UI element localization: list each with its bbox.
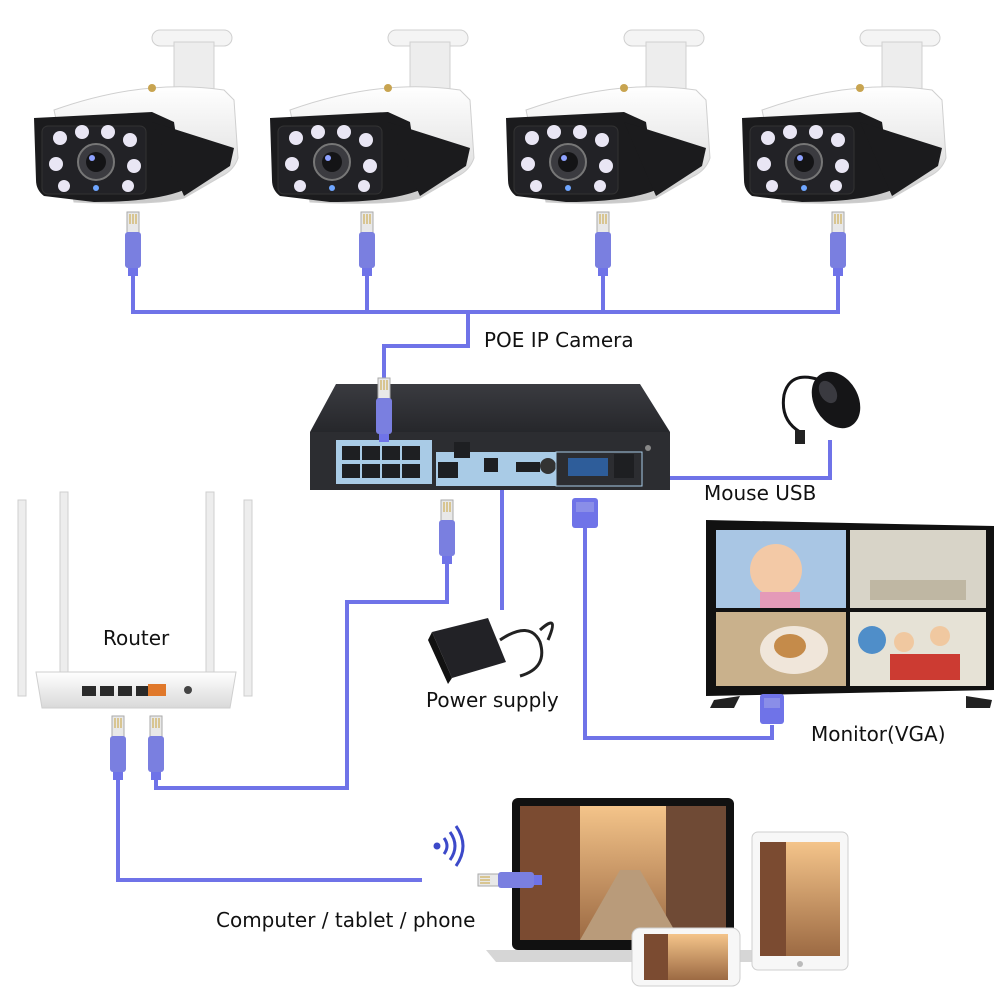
rj45-connector [594, 211, 612, 277]
computer-cable [116, 778, 422, 882]
rj45-connector [109, 715, 127, 781]
rj45-connector [375, 377, 393, 443]
power-adapter-icon [428, 618, 554, 684]
rj45-connector [438, 499, 456, 565]
monitor-icon [706, 520, 994, 708]
rj45-connector [829, 211, 847, 277]
power-cable [486, 474, 504, 610]
monitor-label: Monitor(VGA) [811, 722, 946, 746]
camera-3 [505, 29, 711, 205]
phone-icon [631, 927, 741, 987]
power-supply-label: Power supply [426, 688, 559, 712]
camera-cable [131, 270, 840, 314]
rj45-connector [358, 211, 376, 277]
vga-connector [572, 498, 598, 528]
mouse-cable [640, 440, 832, 480]
camera-1 [33, 29, 239, 205]
nvr-recorder-icon [310, 384, 670, 490]
router-label: Router [103, 626, 170, 650]
wifi-icon [433, 825, 465, 867]
cable-lines [116, 270, 840, 882]
camera-4 [741, 29, 947, 205]
rj45-connector [124, 211, 142, 277]
mouse-usb-label: Mouse USB [704, 481, 817, 505]
router-cable [154, 560, 449, 790]
vga-cable [583, 528, 774, 740]
vga-connector [760, 694, 784, 724]
nvr-uplink-cable [382, 312, 470, 382]
rj45-connector [477, 871, 543, 889]
computer-label: Computer / tablet / phone [216, 908, 476, 932]
camera-2 [269, 29, 475, 205]
mouse-icon [781, 371, 861, 444]
tablet-icon [751, 831, 849, 971]
poe-camera-label: POE IP Camera [484, 328, 634, 352]
rj45-connector [147, 715, 165, 781]
router-icon [17, 491, 253, 709]
